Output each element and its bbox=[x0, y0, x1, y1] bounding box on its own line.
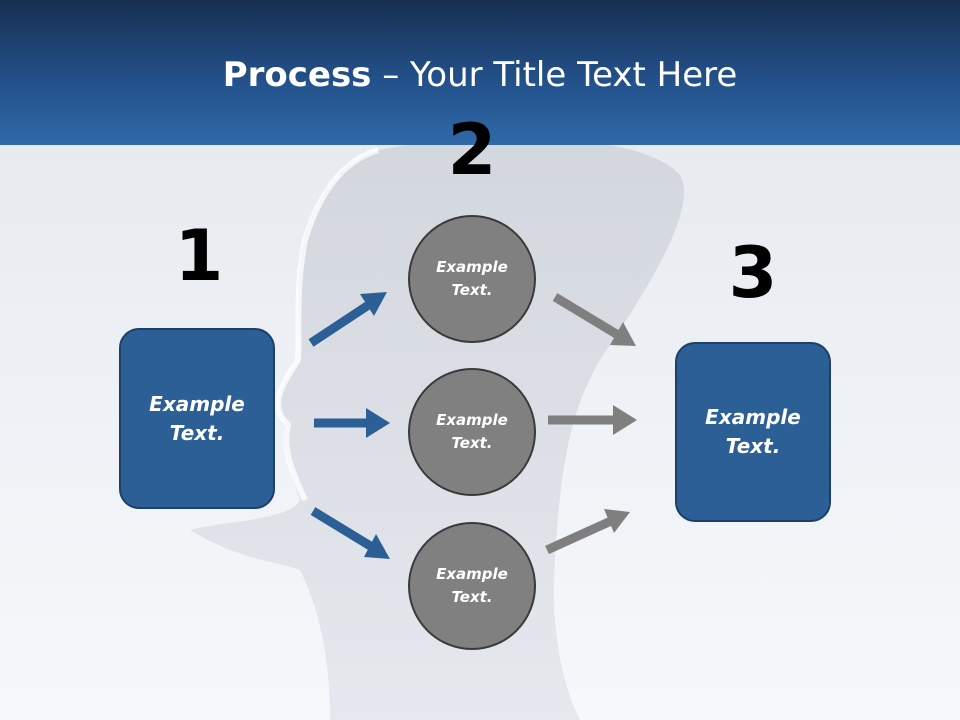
step-number-2: 2 bbox=[447, 109, 497, 191]
title-rest: – Your Title Text Here bbox=[371, 55, 738, 95]
circle-top-text: Example Text. bbox=[432, 256, 512, 302]
circle-bottom-line2: Text. bbox=[451, 588, 493, 606]
circle-bottom-line1: Example bbox=[436, 565, 508, 583]
step-3-text: Example Text. bbox=[698, 403, 808, 461]
circle-top-line1: Example bbox=[436, 258, 508, 276]
arrow-gray-up bbox=[545, 509, 630, 555]
arrow-blue-up bbox=[308, 292, 387, 347]
step-number-3: 3 bbox=[728, 232, 778, 314]
circle-middle-line2: Text. bbox=[451, 434, 493, 452]
title-bold: Process bbox=[222, 55, 372, 95]
step-2-circle-top: Example Text. bbox=[408, 215, 536, 343]
step-2-circle-middle: Example Text. bbox=[408, 368, 536, 496]
step-3-line2: Text. bbox=[725, 434, 781, 458]
circle-bottom-text: Example Text. bbox=[432, 563, 512, 609]
slide-title: Process – Your Title Text Here bbox=[0, 52, 960, 98]
step-1-line1: Example bbox=[149, 391, 245, 416]
step-3-line1: Example bbox=[705, 405, 801, 429]
step-2-circle-bottom: Example Text. bbox=[408, 522, 536, 650]
step-1-text: Example Text. bbox=[142, 390, 252, 448]
arrow-blue-right bbox=[314, 408, 390, 438]
circle-middle-line1: Example bbox=[436, 411, 508, 429]
step-1-box: Example Text. bbox=[119, 328, 275, 509]
circle-top-line2: Text. bbox=[451, 281, 493, 299]
arrow-gray-right bbox=[548, 405, 637, 435]
header-bar bbox=[0, 0, 960, 145]
step-1-line2: Text. bbox=[169, 420, 225, 445]
step-3-box: Example Text. bbox=[675, 342, 831, 522]
arrow-gray-down bbox=[552, 293, 636, 346]
step-number-1: 1 bbox=[174, 215, 224, 297]
arrow-blue-down bbox=[310, 507, 390, 559]
circle-middle-text: Example Text. bbox=[432, 409, 512, 455]
